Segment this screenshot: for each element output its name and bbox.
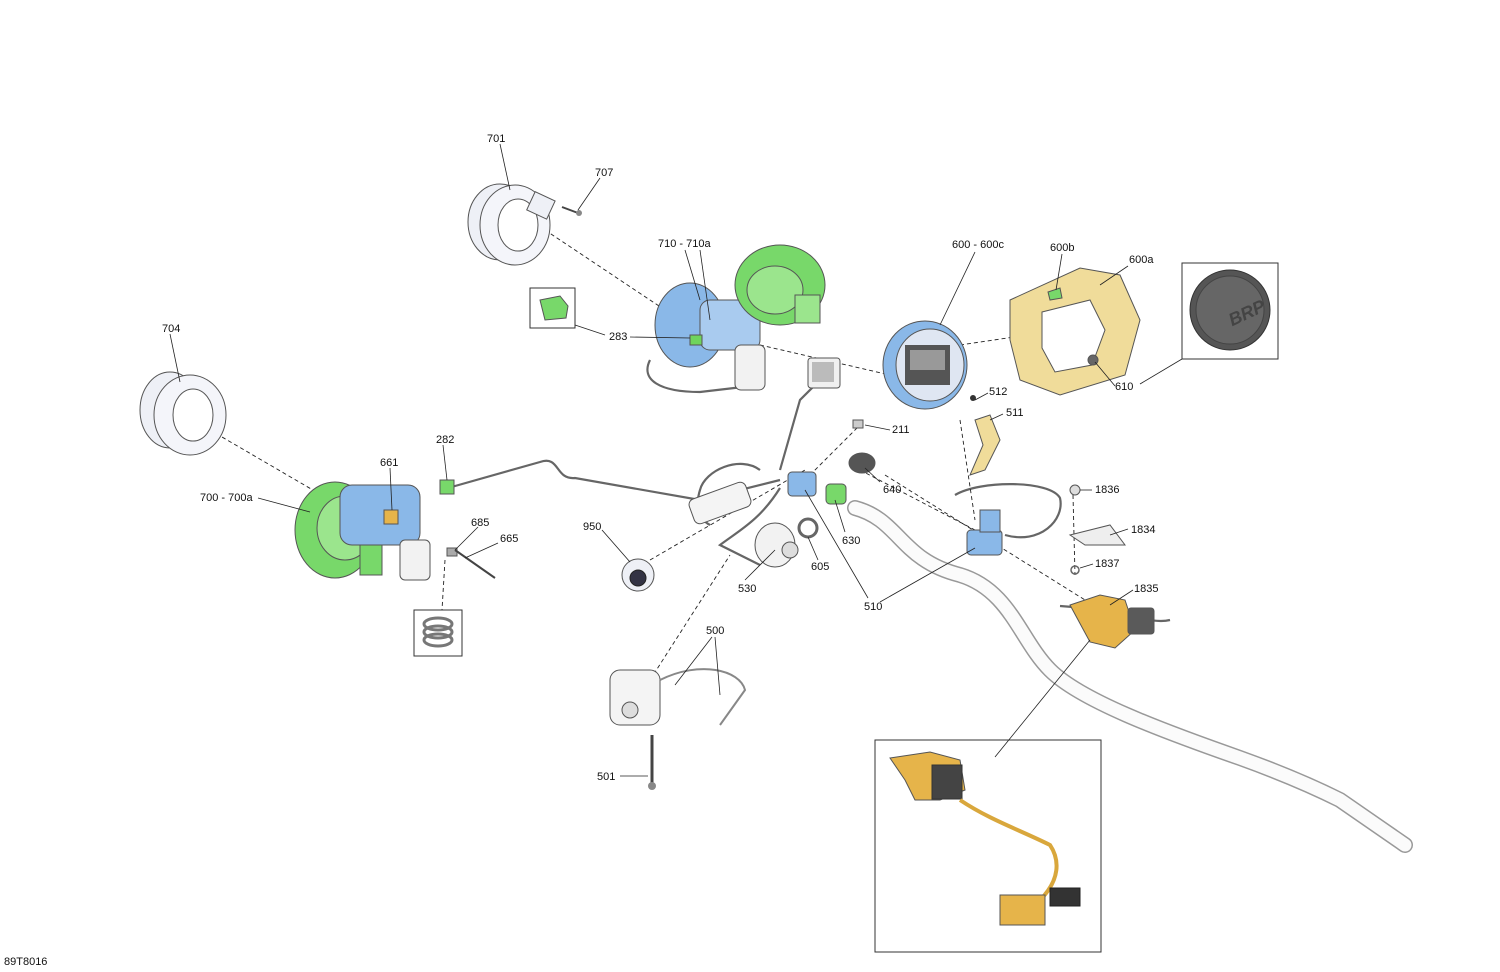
callout-600a: 600a: [1129, 254, 1154, 266]
part-1834-plate: [1068, 524, 1126, 546]
spring-box: [413, 609, 463, 657]
part-500-switch: [609, 668, 747, 726]
part-710-assembly: [654, 244, 826, 391]
callout-605: 605: [811, 561, 829, 573]
callout-1834: 1834: [1131, 524, 1155, 536]
part-700-grip: [688, 481, 752, 525]
callout-283: 283: [609, 331, 627, 343]
callout-211: 211: [892, 424, 910, 436]
part-sensor-blue: [966, 509, 1003, 556]
callout-600: 600 - 600c: [952, 239, 1004, 251]
part-510-switch: [787, 471, 817, 497]
callout-700: 700 - 700a: [200, 492, 253, 504]
part-600-gauge: [882, 320, 968, 410]
part-530: [754, 522, 799, 568]
callout-501: 501: [597, 771, 615, 783]
callouts: 701 707 710 - 710a 283 704 282 661 700 -…: [162, 133, 1158, 783]
callout-512: 512: [989, 386, 1007, 398]
detail-box-1835: [874, 739, 1102, 953]
part-282-connector: [439, 479, 455, 495]
callout-701: 701: [487, 133, 505, 145]
part-950-ignition: [621, 558, 655, 592]
part-512-screw: [970, 395, 976, 401]
callout-1836: 1836: [1095, 484, 1119, 496]
part-283-box: [529, 287, 576, 329]
part-211: [852, 419, 864, 429]
callout-600b: 600b: [1050, 242, 1074, 254]
callout-661: 661: [380, 457, 398, 469]
callout-511: 511: [1006, 407, 1024, 419]
callout-640: 640: [883, 484, 901, 496]
callout-610: 610: [1115, 381, 1133, 393]
part-665-pin: [454, 549, 496, 579]
part-511-bracket: [969, 414, 1001, 476]
callout-710: 710 - 710a: [658, 238, 711, 250]
callout-530: 530: [738, 583, 756, 595]
callout-685: 685: [471, 517, 489, 529]
part-600a-bezel: [1009, 267, 1141, 396]
part-1835-throttle: [1069, 594, 1155, 649]
callout-1837: 1837: [1095, 558, 1119, 570]
handlebar: [847, 500, 1413, 853]
part-501-bolt: [648, 735, 656, 790]
callout-665: 665: [500, 533, 518, 545]
part-640: [848, 452, 876, 474]
callout-500: 500: [706, 625, 724, 637]
assembly-lines: [209, 229, 1086, 681]
callout-950: 950: [583, 521, 601, 533]
part-630: [825, 483, 847, 505]
figure-code: 89T8016: [4, 956, 48, 968]
part-707-screw: [561, 206, 582, 216]
leader-lines: [169, 143, 1183, 777]
callout-704: 704: [162, 323, 180, 335]
part-701-housing: [467, 183, 556, 266]
callout-707: 707: [595, 167, 613, 179]
part-700-assembly: [294, 481, 431, 581]
callout-510: 510: [864, 601, 882, 613]
callout-630: 630: [842, 535, 860, 547]
part-610-logo-box: BRP: [1181, 262, 1279, 360]
callout-1835: 1835: [1134, 583, 1158, 595]
callout-282: 282: [436, 434, 454, 446]
part-605-ring: [797, 517, 819, 539]
part-1836-screw: [1069, 484, 1081, 496]
wiring-harness: [447, 359, 1171, 623]
part-1837-washer: [1070, 565, 1080, 575]
part-704-housing: [139, 371, 227, 456]
connector: [807, 357, 841, 389]
